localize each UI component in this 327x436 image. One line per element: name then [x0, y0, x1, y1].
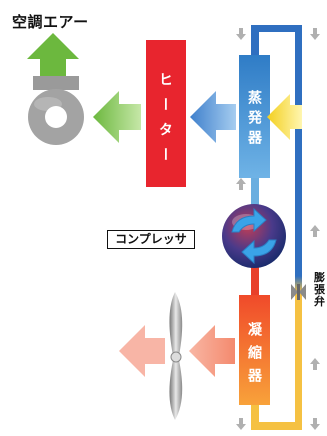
bottom-pipe: [251, 422, 302, 430]
evaporator-box: [239, 55, 270, 178]
expansion-valve-label: 膨 張 弁: [314, 272, 327, 308]
expansion-valve-char-1: 膨: [314, 272, 325, 284]
cond-bottom-pipe: [251, 400, 259, 430]
evap-top-pipe: [251, 25, 259, 57]
heater-box: [146, 40, 186, 187]
recycle-arrows-icon: [231, 207, 277, 265]
evaporator-label: 蒸発器: [246, 90, 262, 150]
flow-arrow-up-low-right: [310, 358, 320, 370]
pink-air-arrow-left: [119, 325, 165, 377]
comp-to-cond-pipe: [251, 258, 259, 298]
flow-arrows: [236, 28, 320, 430]
expansion-valve-char-3: 弁: [314, 295, 325, 308]
evap-to-comp-pipe: [251, 175, 259, 215]
expansion-valve: [291, 284, 306, 300]
right-pipe: [295, 25, 302, 430]
condenser-box: [239, 295, 270, 405]
propeller-fan-icon: [169, 292, 183, 420]
flow-arrow-down-bottom-right: [310, 418, 320, 430]
top-pipe: [251, 25, 301, 32]
flow-arrow-down-top-left: [236, 28, 246, 40]
flow-arrow-down-top-right: [310, 28, 320, 40]
flow-arrow-up-mid-left: [236, 178, 246, 190]
conditioned-air-label: 空調エアー: [12, 13, 89, 31]
heater-label: ヒーター: [157, 72, 173, 172]
green-exhaust-arrow: [27, 33, 79, 77]
green-air-arrow: [93, 91, 141, 143]
flow-arrow-down-bottom-left: [236, 418, 246, 430]
pink-air-arrow-right: [189, 325, 235, 377]
condenser-label: 凝縮器: [246, 322, 262, 391]
refrigerant-loop: [251, 25, 302, 430]
compressor: [222, 204, 286, 268]
yellow-air-arrow: [267, 94, 302, 140]
blue-air-arrow: [190, 91, 236, 143]
expansion-valve-char-2: 張: [314, 283, 325, 296]
flow-arrow-up-mid-right: [310, 225, 320, 237]
compressor-label: コンプレッサ: [107, 230, 195, 249]
blower-fan: [28, 76, 84, 145]
